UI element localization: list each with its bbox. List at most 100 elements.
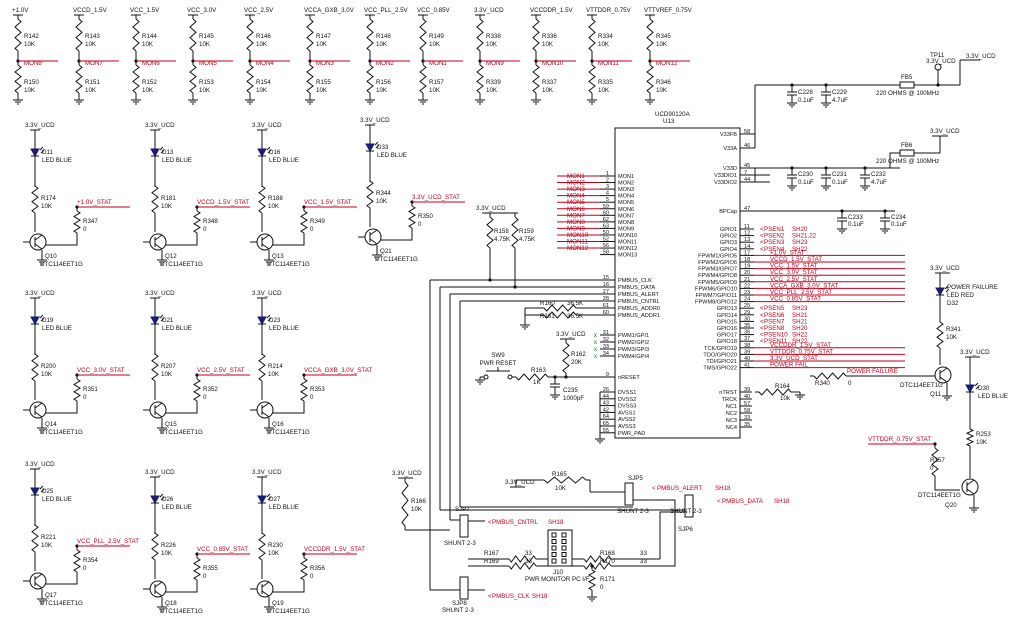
switch-label: PWR RESET <box>480 360 517 367</box>
led-symbol <box>965 384 975 394</box>
resistor-ref: R143 <box>85 33 100 40</box>
wire <box>273 237 305 246</box>
pin-number: 42 <box>603 407 609 413</box>
pin-name: nTRST <box>719 390 737 396</box>
resistor-symbol <box>31 185 39 214</box>
resistor-symbol <box>813 372 847 380</box>
resistor-ref: R159 <box>519 228 534 235</box>
resistor-ref: R339 <box>486 79 501 86</box>
transistor-part: DTC114EET1G <box>40 429 83 436</box>
transistor-ref: Q17 <box>45 592 57 599</box>
resistor-symbol <box>193 210 201 234</box>
resistor-symbol <box>75 18 83 52</box>
pin-name: nRESET <box>618 375 640 381</box>
pin-name: PWM3/GPI3 <box>618 347 649 353</box>
sheet-ref: SH22 <box>792 338 808 345</box>
transistor-symbol <box>961 478 979 496</box>
pin-number: 60 <box>603 310 609 316</box>
sheet-ref: SH18 <box>532 593 548 600</box>
pin-number: 58 <box>744 408 750 414</box>
pin-number: 19 <box>744 264 750 270</box>
wire <box>160 317 165 322</box>
ferrite-value: 220 OHMS @ 100MHz <box>876 158 939 165</box>
pin-number: 11 <box>744 224 750 230</box>
wire <box>34 402 43 409</box>
resistor-ref: R170 <box>600 558 615 565</box>
gpio-net-label: VCC_2.5V_STAT <box>770 276 818 283</box>
resistor-symbol <box>306 18 314 52</box>
sheet-ref: SH18 <box>715 485 731 492</box>
led-ref: D32 <box>947 300 959 307</box>
transistor-symbol <box>149 401 167 419</box>
resistor-ref: R356 <box>310 565 325 572</box>
pin-number: 30 <box>744 316 750 322</box>
resistor-symbol <box>476 64 484 94</box>
gpio-net-label: VCC_3.0V_STAT <box>770 269 818 276</box>
resistor-ref: R161 <box>540 313 555 320</box>
pin-name: NC2 <box>726 411 737 417</box>
resistor-ref: R337 <box>542 79 557 86</box>
ferrite-ref: FB5 <box>901 74 913 81</box>
connector-pin <box>551 545 557 551</box>
connector-pin <box>561 532 567 538</box>
pin-name: PWM1/GPI1 <box>618 333 649 339</box>
rail-label: 3.3V_UCD <box>966 53 996 60</box>
resistor-symbol <box>587 569 597 591</box>
led-rail: 3.3V_UCD <box>25 290 55 297</box>
resistor-value: 10K <box>542 87 554 94</box>
rail-label: 3.3V_UCD <box>392 470 422 477</box>
resistor-value: 10K <box>41 542 53 549</box>
transistor-ref: Q10 <box>45 253 57 260</box>
wire <box>261 402 270 409</box>
resistor-value: 0 <box>203 226 207 233</box>
led-symbol <box>150 316 160 326</box>
wire <box>34 243 43 250</box>
pin-number: 26 <box>603 387 609 393</box>
pin-name: MON5 <box>618 200 634 206</box>
resistor-symbol <box>583 562 612 570</box>
led-symbol <box>365 143 375 153</box>
resistor-symbol <box>151 185 159 214</box>
pin-number: 31 <box>603 330 609 336</box>
resistor-value: 10K <box>429 41 441 48</box>
wire <box>34 411 43 418</box>
mon-net-label: MON10 <box>542 60 564 67</box>
pin-number: 35 <box>744 422 750 428</box>
wire <box>273 584 305 593</box>
wire <box>166 237 198 246</box>
pin-number: 1 <box>606 171 609 177</box>
pin-number: 39 <box>744 387 750 393</box>
connector-pin <box>561 545 567 551</box>
gpio-net-label: PSEN6 <box>764 312 785 319</box>
wire <box>160 149 165 154</box>
resistor-value: 10K <box>199 41 211 48</box>
pin-name: TDI/GPIO21 <box>706 359 737 365</box>
divider-rail: VCC_3.0V <box>187 7 217 14</box>
pin-name: GPIO4 <box>720 247 737 253</box>
cap-ref: C233 <box>848 214 863 221</box>
resistor-value: 10K <box>946 334 958 341</box>
resistor-symbol <box>508 562 537 570</box>
resistor-ref: R335 <box>598 79 613 86</box>
offpage-arrow: < <box>760 233 764 240</box>
mon-net-label: MON9 <box>567 225 585 232</box>
connector-pin <box>561 552 567 557</box>
resistor-value: 10K <box>486 41 498 48</box>
cap-ref: C235 <box>563 387 578 394</box>
jumper-sjp6 <box>684 494 694 518</box>
wire <box>369 229 378 236</box>
connector-pin <box>551 552 557 557</box>
resistor-symbol <box>300 557 308 581</box>
connector-pin <box>551 532 557 538</box>
offpage-arrow: < <box>760 239 764 246</box>
pin-name: GPIO16 <box>717 326 737 332</box>
transistor-symbol <box>29 401 47 419</box>
pin-name: BPCap <box>719 209 737 215</box>
wire <box>39 314 44 319</box>
resistor-value: 33 <box>525 550 532 557</box>
resistor-value: 10K <box>142 41 154 48</box>
pin-number: 56 <box>603 243 609 249</box>
pin-number: 20 <box>744 270 750 276</box>
resistor-symbol <box>543 311 577 319</box>
mon-net-label: MON1 <box>429 60 447 67</box>
